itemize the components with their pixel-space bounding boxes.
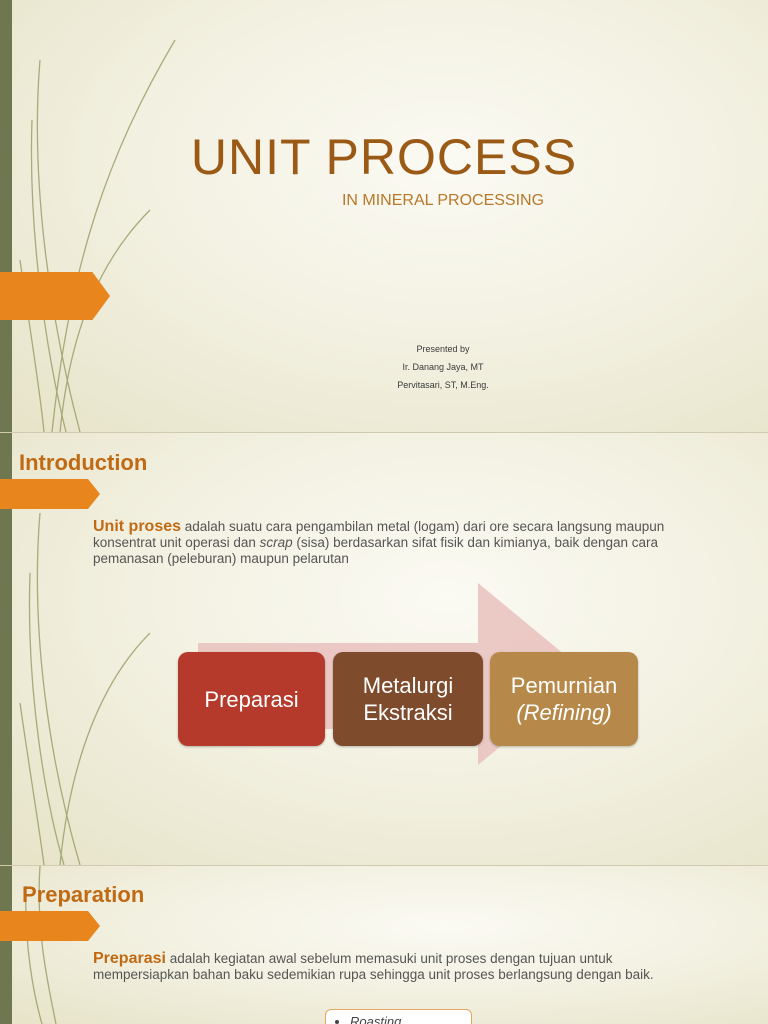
list-item-roasting: Roasting <box>350 1014 471 1024</box>
preparation-paragraph: Preparasi adalah kegiatan awal sebelum m… <box>93 951 698 983</box>
presented-by-label: Presented by <box>416 344 470 354</box>
preparation-methods-list: Roasting <box>326 1014 471 1024</box>
slide-divider <box>0 432 768 433</box>
presenter-name-2: Pervitasari, ST, M.Eng. <box>397 380 489 390</box>
paragraph-text-1: adalah suatu cara pengambilan metal (log… <box>93 519 665 550</box>
decorative-swoosh-lines <box>19 39 176 432</box>
orange-arrow-tab <box>0 479 100 509</box>
term-preparasi: Preparasi <box>93 950 166 967</box>
paragraph-text-2: (sisa) berdasarkan sifat fisik dan kimia… <box>93 535 659 566</box>
slide-divider <box>0 865 768 866</box>
slide-title: UNIT PROCESS <box>190 129 578 185</box>
preparation-methods-box: Roasting <box>325 1009 472 1024</box>
step-pemurnian-label-line1: Pemurnian <box>510 673 618 698</box>
paragraph-italic-scrap: scrap <box>259 535 293 550</box>
title-slide: UNIT PROCESS IN MINERAL PROCESSING Prese… <box>0 0 768 432</box>
slide-subtitle: IN MINERAL PROCESSING <box>341 192 545 209</box>
term-unit-proses: Unit proses <box>93 518 182 535</box>
paragraph-text: adalah kegiatan awal sebelum memasuki un… <box>93 951 654 982</box>
section-heading: Introduction <box>19 450 148 475</box>
left-accent-bar <box>0 866 12 1024</box>
left-accent-bar <box>0 433 12 865</box>
step-pemurnian-label-line2: (Refining) <box>516 700 612 725</box>
step-metalurgi-ekstraksi-box: Metalurgi Ekstraksi <box>333 652 483 746</box>
introduction-slide: Introduction Unit proses adalah suatu ca… <box>0 433 768 865</box>
left-accent-bar <box>0 0 12 432</box>
section-heading: Preparation <box>22 882 145 907</box>
step-preparasi-label: Preparasi <box>204 686 299 712</box>
preparation-slide: Preparation Preparasi adalah kegiatan aw… <box>0 866 768 1024</box>
intro-paragraph: Unit proses adalah suatu cara pengambila… <box>93 519 693 567</box>
orange-arrow-tab <box>0 272 110 320</box>
step-pemurnian-box: Pemurnian (Refining) <box>490 652 638 746</box>
presenter-name-1: Ir. Danang Jaya, MT <box>402 362 484 372</box>
step-preparasi-box: Preparasi <box>178 652 325 746</box>
orange-arrow-tab <box>0 911 100 941</box>
step-metalurgi-label-line1: Metalurgi <box>362 673 454 698</box>
step-metalurgi-label-line2: Ekstraksi <box>363 700 453 725</box>
